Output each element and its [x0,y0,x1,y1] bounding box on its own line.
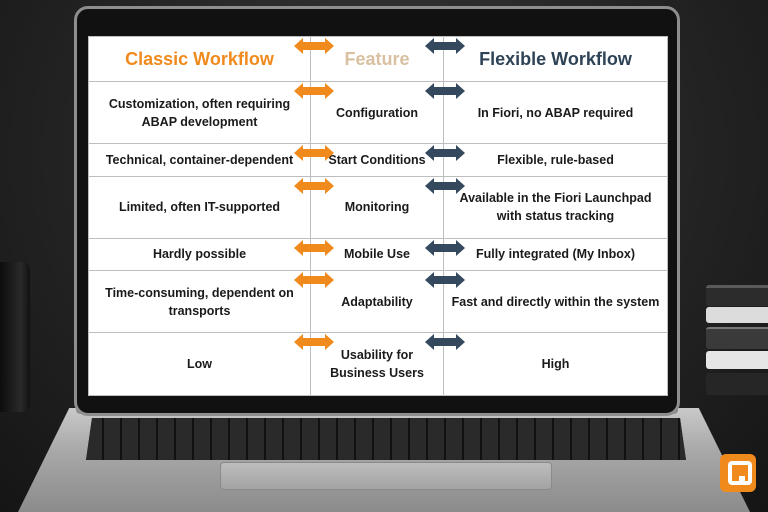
laptop-keyboard [86,418,686,460]
flexible-cell: Fully integrated (My Inbox) [443,237,668,272]
comparison-table: Classic Workflow Feature Flexible Workfl… [88,36,668,396]
classic-cell: Technical, container-dependent [88,143,311,177]
double-arrow-blue-icon [425,240,465,256]
double-arrow-orange-icon [294,145,334,161]
feature-cell: Start Conditions [310,143,444,177]
table-row: Time-consuming, dependent on transports … [88,270,668,334]
table-row: Low Usability for Business Users High [88,332,668,396]
flexible-cell: In Fiori, no ABAP required [443,80,668,145]
classic-cell: Customization, often requiring ABAP deve… [88,80,311,145]
coffee-mug [0,262,30,412]
double-arrow-orange-icon [294,83,334,99]
double-arrow-orange-icon [294,240,334,256]
double-arrow-orange-icon [294,178,334,194]
table-row: Customization, often requiring ABAP deve… [88,80,668,145]
comparison-screen: Classic Workflow Feature Flexible Workfl… [88,36,668,396]
header-feature: Feature [310,36,444,82]
table-row: Technical, container-dependent Start Con… [88,143,668,177]
double-arrow-orange-icon [294,272,334,288]
flexible-cell: Available in the Fiori Launchpad with st… [443,175,668,239]
laptop-trackpad [220,462,552,490]
header-classic-workflow: Classic Workflow [88,36,311,82]
double-arrow-orange-icon [294,38,334,54]
double-arrow-blue-icon [425,334,465,350]
flexible-cell: Fast and directly within the system [443,270,668,334]
classic-cell: Time-consuming, dependent on transports [88,270,311,334]
brand-logo-icon [720,454,756,492]
double-arrow-blue-icon [425,272,465,288]
classic-cell: Low [88,332,311,396]
double-arrow-orange-icon [294,334,334,350]
book-stack [706,285,768,405]
header-flexible-workflow: Flexible Workflow [443,36,668,82]
double-arrow-blue-icon [425,38,465,54]
flexible-cell: High [443,332,668,396]
double-arrow-blue-icon [425,178,465,194]
table-row: Hardly possible Mobile Use Fully integra… [88,237,668,272]
double-arrow-blue-icon [425,145,465,161]
table-row: Limited, often IT-supported Monitoring A… [88,175,668,239]
classic-cell: Limited, often IT-supported [88,175,311,239]
table-header-row: Classic Workflow Feature Flexible Workfl… [88,36,668,82]
double-arrow-blue-icon [425,83,465,99]
flexible-cell: Flexible, rule-based [443,143,668,177]
feature-cell: Configuration [310,80,444,145]
classic-cell: Hardly possible [88,237,311,272]
